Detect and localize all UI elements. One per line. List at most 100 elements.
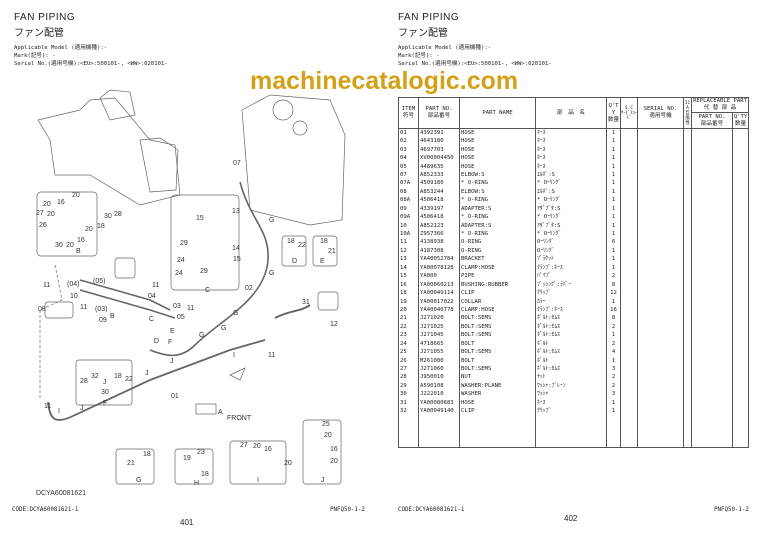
cell-empty xyxy=(731,381,750,391)
cell-empty xyxy=(731,356,750,365)
cell-empty xyxy=(620,347,638,357)
cell-empty xyxy=(731,364,750,374)
hose-31 xyxy=(274,304,311,319)
callout-label: FRONT xyxy=(227,415,252,422)
cell-empty xyxy=(731,339,750,348)
cell-empty xyxy=(691,407,733,416)
callout-label: 30 xyxy=(104,213,112,220)
cell-empty xyxy=(683,390,692,399)
cell-part-name-jp: ﾎﾞﾙﾄ xyxy=(535,356,607,365)
detail-i-box xyxy=(229,440,287,485)
cell-qty: 1 xyxy=(606,128,621,137)
cell-empty xyxy=(731,187,750,197)
callout-label: 14 xyxy=(232,245,240,252)
cell-item: 03 xyxy=(398,145,419,154)
cell-part-name-jp: ﾎｰｽ xyxy=(535,137,607,146)
cell-part-name-jp: ｸﾘｯﾌﾟ xyxy=(535,288,607,298)
page-title-jp: ファン配管 xyxy=(14,28,64,39)
cell-empty xyxy=(683,373,692,382)
cell-item: 24 xyxy=(398,339,419,348)
cell-part-name: HOSE xyxy=(459,128,536,137)
cell-qty: 1 xyxy=(606,246,621,256)
cell-item: 08A xyxy=(398,196,419,205)
cell-part-name-jp: * Oｰﾘﾝｸﾞ xyxy=(535,196,607,205)
cell-empty xyxy=(731,137,750,146)
cell-part-name-jp: ﾎｰｽ xyxy=(535,145,607,154)
cell-empty xyxy=(683,398,692,407)
cell-part-name: HOSE xyxy=(459,145,536,154)
cell-part-no: J271020 xyxy=(418,314,460,323)
cell-item: 11 xyxy=(398,238,419,247)
cell-part-name: BOLT:SEMS xyxy=(459,347,536,357)
cell-empty xyxy=(731,145,750,154)
callout-label: 15 xyxy=(233,256,241,263)
cell-empty xyxy=(691,347,733,357)
cell-part-name-jp: ﾎｰｽ xyxy=(535,153,607,163)
cell-part-name-jp: ﾎﾞﾙﾄ:ｾﾑｽ xyxy=(535,364,607,374)
cell-empty xyxy=(637,373,684,382)
cell-empty xyxy=(691,170,733,180)
cell-item: 30 xyxy=(398,390,419,399)
cell-empty xyxy=(606,415,621,448)
hose-01 xyxy=(47,339,266,421)
callout-label: 11 xyxy=(43,282,50,289)
cell-empty xyxy=(620,196,638,205)
cell-empty xyxy=(691,297,733,306)
cell-empty xyxy=(731,390,750,399)
callout-label: 20 xyxy=(72,192,80,199)
cell-part-name-jp: ｸﾗﾝﾌﾟ:ﾎｰｽ xyxy=(535,263,607,272)
cell-part-name: ADAPTER:S xyxy=(459,204,536,213)
cell-part-name: ELBOW:S xyxy=(459,187,536,197)
cell-part-name: CLIP xyxy=(459,288,536,298)
page-number: 402 xyxy=(564,514,578,523)
cell-empty xyxy=(731,288,750,298)
callout-label: 20 xyxy=(253,443,261,450)
tank xyxy=(241,94,346,226)
cell-empty xyxy=(620,398,638,407)
cell-empty xyxy=(637,314,684,323)
cell-empty xyxy=(637,398,684,407)
cell-qty: 1 xyxy=(606,331,621,340)
cell-empty xyxy=(637,347,684,357)
cell-part-name-jp: ﾜｯｼｬ xyxy=(535,390,607,399)
cell-part-name: PIPE xyxy=(459,272,536,281)
callout-label: (04) xyxy=(67,281,79,288)
callout-label: E xyxy=(320,258,325,265)
callout-label: 22 xyxy=(298,242,306,249)
cell-part-no: YA40040778 xyxy=(418,305,460,315)
cell-part-no: 4718665 xyxy=(418,339,460,348)
cell-empty xyxy=(691,229,733,239)
callout-label: 01 xyxy=(171,393,179,400)
callout-label: 24 xyxy=(177,257,185,264)
cell-part-name: WASHER:PLANE xyxy=(459,381,536,391)
cell-empty xyxy=(691,280,733,289)
cell-empty xyxy=(683,229,692,239)
callout-label: 20 xyxy=(284,460,292,467)
cell-part-name-jp: Oｰﾘﾝｸﾞ xyxy=(535,246,607,256)
cell-part-no: 4339197 xyxy=(418,204,460,213)
cell-part-name: HOSE xyxy=(459,398,536,407)
detail-d-box xyxy=(281,235,307,267)
cell-part-name: O-RING xyxy=(459,246,536,256)
ref-label: PNFQ50-1-2 xyxy=(330,507,365,513)
cell-empty xyxy=(683,331,692,340)
cell-empty xyxy=(731,272,750,281)
cell-empty xyxy=(683,196,692,205)
cell-empty xyxy=(731,322,750,332)
cell-qty: 1 xyxy=(606,398,621,407)
cell-empty xyxy=(731,263,750,272)
cell-empty xyxy=(731,331,750,340)
cell-qty: 1 xyxy=(606,356,621,365)
cell-qty: 12 xyxy=(606,288,621,298)
cell-qty: 1 xyxy=(606,145,621,154)
cell-part-name: HOSE xyxy=(459,153,536,163)
cell-item: 27 xyxy=(398,364,419,374)
header-rep-part-no: PART NO.部品番号 xyxy=(691,112,733,129)
cell-part-name: BUSHING:RUBBER xyxy=(459,280,536,289)
callout-label: 16 xyxy=(264,446,272,453)
callout-label: 18 xyxy=(97,223,105,230)
